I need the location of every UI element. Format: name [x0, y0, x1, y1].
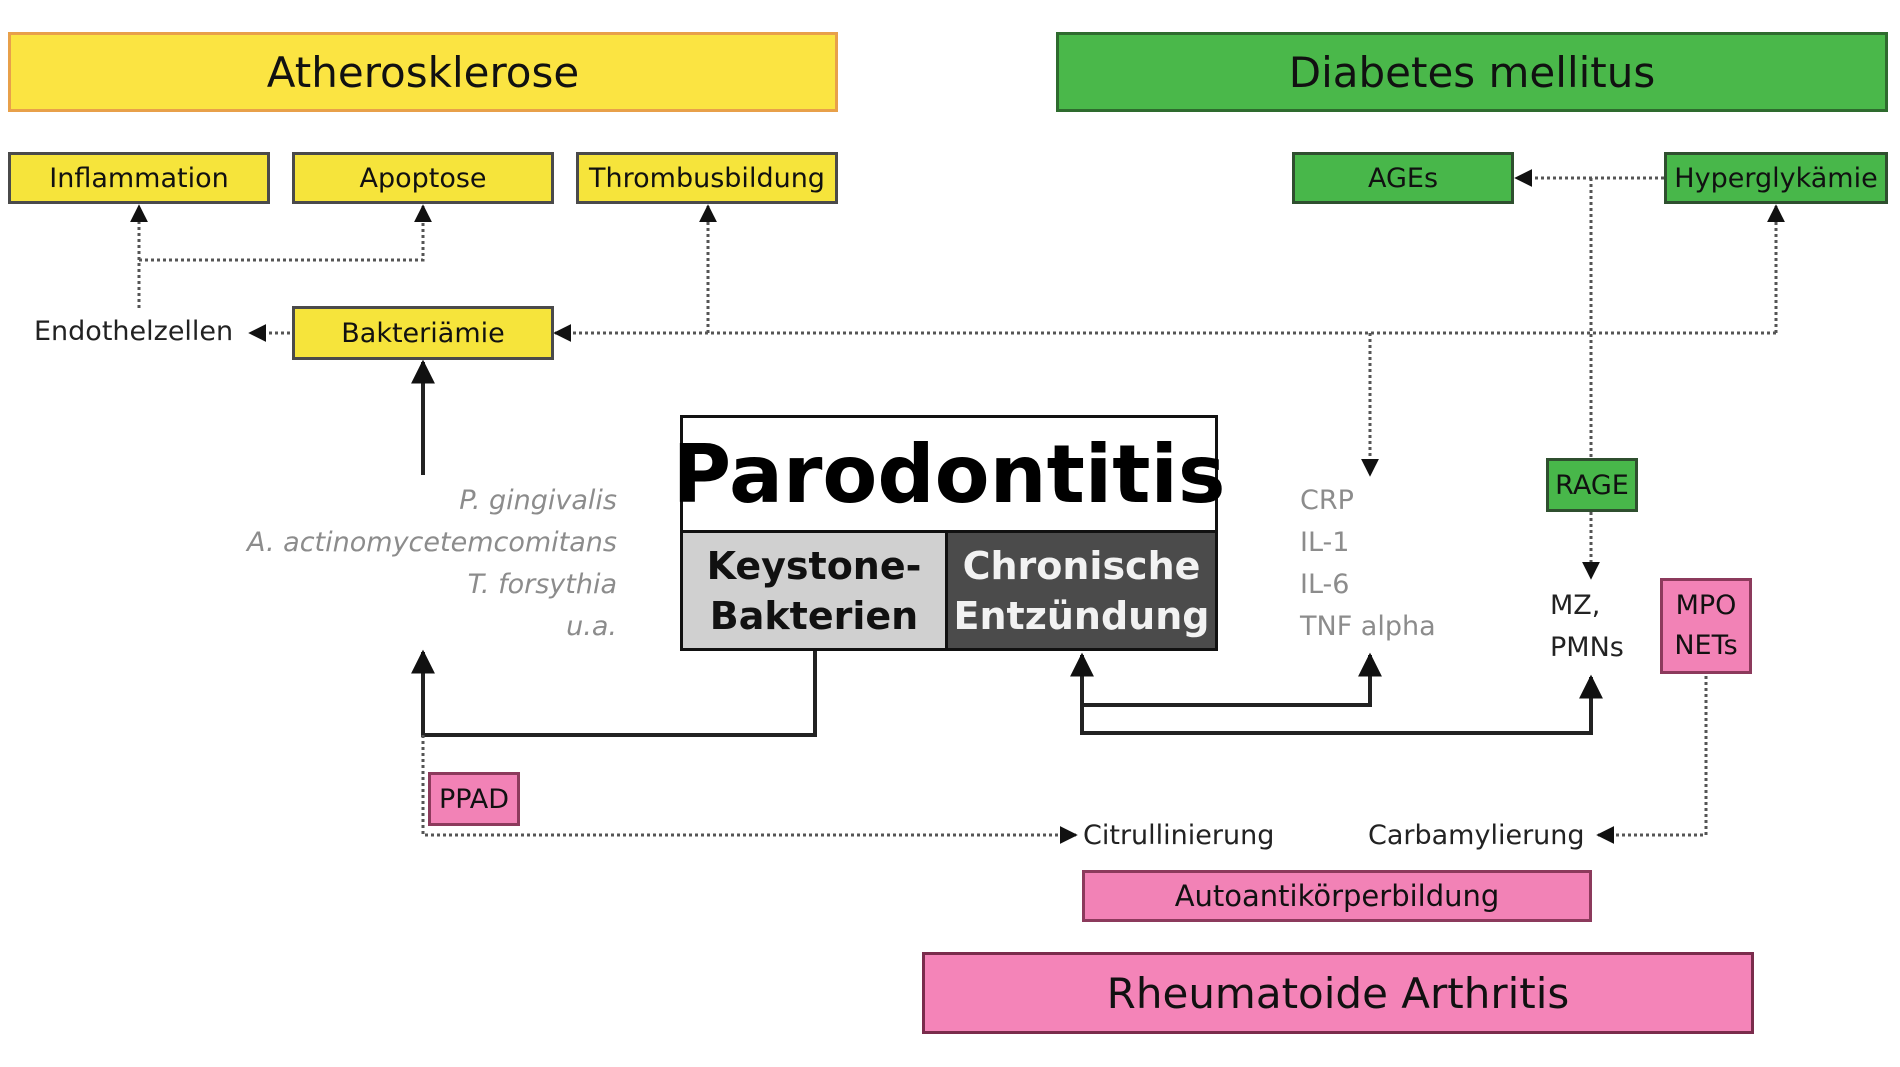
connector-entzuendung-cytokines [1070, 652, 1382, 707]
citrullinierung-label: Citrullinierung [1083, 820, 1275, 851]
bacterium-item: A. actinomycetemcomitans [247, 527, 617, 558]
bacterium-item: P. gingivalis [459, 485, 617, 516]
carbamylierung-label: Carbamylierung [1368, 820, 1585, 851]
mpo-nets-box: MPO NETs [1660, 578, 1752, 674]
inflammation-box: Inflammation [8, 152, 270, 204]
connector-endothel-apoptose [139, 204, 432, 262]
bacterium-item: u.a. [566, 611, 617, 642]
keystone-line1: Keystone- [706, 543, 922, 588]
bakteriaemie-box: Bakteriämie [292, 306, 554, 360]
connector-entzuendung-pmns [1080, 674, 1603, 735]
cytokine-item: IL-6 [1300, 569, 1350, 600]
diabetes-header: Diabetes mellitus [1056, 32, 1888, 112]
parodontitis-title: Parodontitis [673, 415, 1226, 533]
connector-ppad-citrullinierung [421, 735, 1078, 844]
cytokine-item: CRP [1300, 485, 1354, 516]
rage-box: RAGE [1546, 458, 1638, 512]
hyperglykaemie-box: Hyperglykämie [1664, 152, 1888, 204]
connector-mpo-carbamylierung [1596, 676, 1708, 844]
endothelzellen-label: Endothelzellen [34, 316, 234, 347]
cytokine-item: TNF alpha [1300, 611, 1436, 642]
keystone-bakterien-box: Keystone- Bakterien [680, 533, 948, 651]
apoptose-box: Apoptose [292, 152, 554, 204]
nets-label: NETs [1674, 630, 1738, 661]
bacterium-item: T. forsythia [467, 569, 617, 600]
rheumatoide-arthritis-header: Rheumatoide Arthritis [922, 952, 1754, 1034]
connector-keystone-bacteria [411, 649, 817, 737]
pmns-label: PMNs [1550, 632, 1624, 663]
ages-box: AGEs [1292, 152, 1514, 204]
keystone-line2: Bakterien [709, 593, 919, 638]
mz-label: MZ, [1550, 590, 1601, 621]
mpo-label: MPO [1675, 590, 1737, 621]
cytokine-item: IL-1 [1300, 527, 1350, 558]
thrombusbildung-box: Thrombusbildung [576, 152, 838, 204]
ppad-box: PPAD [428, 772, 520, 826]
chronische-entzuendung-box: Chronische Entzündung [948, 533, 1218, 651]
entzuendung-line1: Chronische [962, 543, 1201, 588]
autoantikoerperbildung-box: Autoantikörperbildung [1082, 870, 1592, 922]
atherosklerose-header: Atherosklerose [8, 32, 838, 112]
entzuendung-line2: Entzündung [953, 593, 1210, 638]
